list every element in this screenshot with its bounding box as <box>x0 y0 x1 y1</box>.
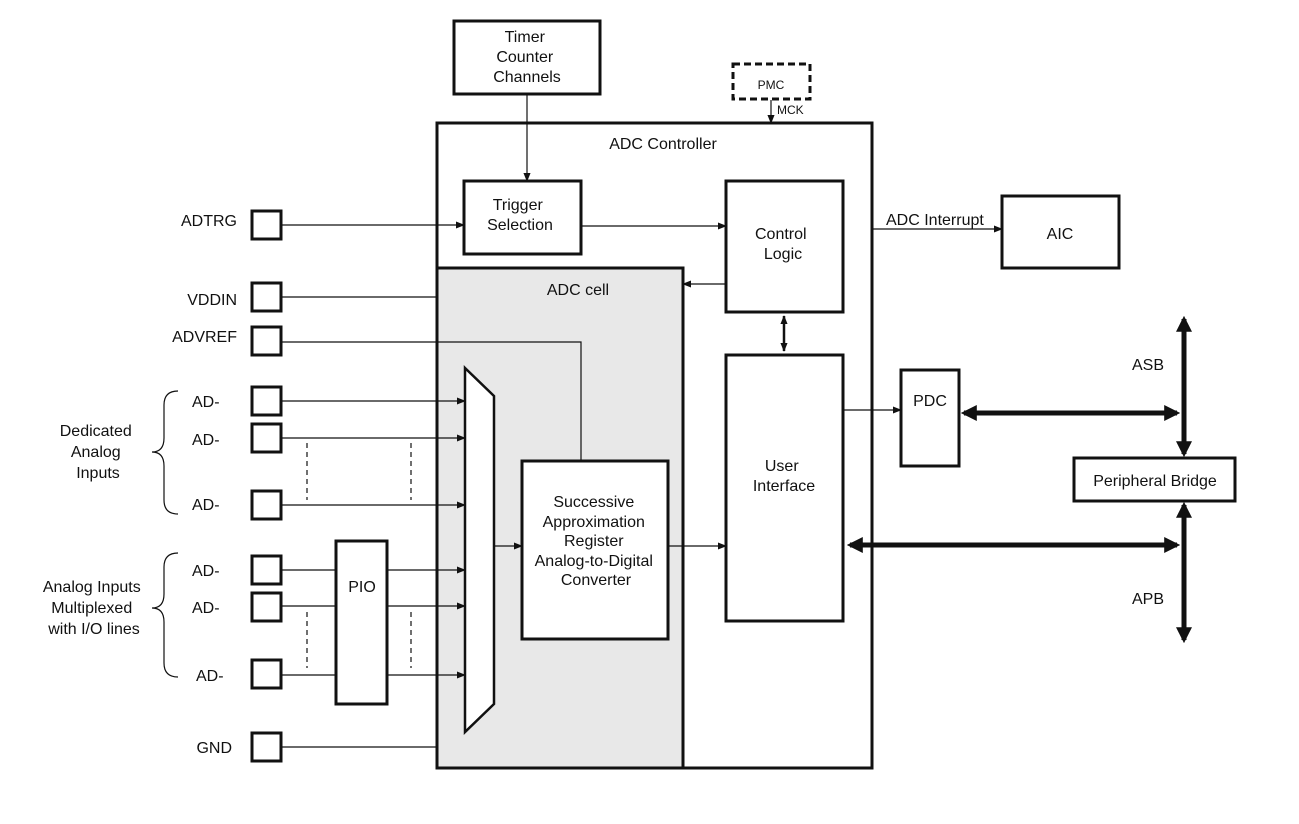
trigger-selection-box <box>462 179 583 256</box>
dedicated-ad-pin-3 <box>250 489 283 521</box>
analog-mux <box>463 365 496 735</box>
adc-controller-label: ADC Controller <box>609 136 717 153</box>
asb-label: ASB <box>1132 357 1164 374</box>
apb-label: APB <box>1132 591 1164 608</box>
vddin-label: VDDIN <box>187 292 237 309</box>
mux-ad-pin-3 <box>250 658 283 690</box>
mux-ad-label-2: AD- <box>192 600 220 617</box>
pmc-label: PMC <box>758 78 785 92</box>
peripheral-bridge-box <box>1072 456 1237 503</box>
dedicated-group-label: Dedicated Analog Inputs <box>60 423 137 482</box>
dedicated-ad-label-1: AD- <box>192 394 220 411</box>
trigger-selection-label: Trigger Selection <box>487 197 553 234</box>
pmc-box <box>731 62 812 101</box>
mux-ad-pin-1 <box>250 554 283 586</box>
pio-box <box>334 539 389 706</box>
multiplexed-brace <box>151 552 179 678</box>
aic-box <box>1000 194 1121 270</box>
pio-label: PIO <box>348 579 376 596</box>
pdc-box <box>899 368 961 468</box>
adc-cell-label: ADC cell <box>547 282 609 299</box>
mux-ad-label-3: AD- <box>196 668 224 685</box>
adtrg-pin <box>250 209 283 241</box>
vddin-pin <box>250 281 283 313</box>
mux-ad-label-1: AD- <box>192 563 220 580</box>
multiplexed-group-label: Analog Inputs Multiplexed with I/O lines <box>43 579 145 638</box>
advref-label: ADVREF <box>172 329 237 346</box>
user-interface-label: User Interface <box>753 458 815 495</box>
control-logic-label: Control Logic <box>755 226 811 263</box>
adtrg-label: ADTRG <box>181 213 237 230</box>
advref-wire <box>282 341 582 461</box>
gnd-label: GND <box>196 740 232 757</box>
dedicated-ad-pin-1 <box>250 385 283 417</box>
aic-label: AIC <box>1047 226 1074 243</box>
advref-pin <box>250 325 283 357</box>
dedicated-ad-pin-2 <box>250 422 283 454</box>
gnd-pin <box>250 731 283 763</box>
sar-adc-box <box>520 459 670 641</box>
mck-label: MCK <box>777 103 804 117</box>
control-logic-box <box>724 179 845 314</box>
sar-adc-label: Successive Approximation Register Analog… <box>535 494 658 589</box>
dedicated-ad-label-3: AD- <box>192 497 220 514</box>
adc-interrupt-label: ADC Interrupt <box>886 212 984 229</box>
user-interface-box <box>724 353 845 623</box>
mux-ad-pin-2 <box>250 591 283 623</box>
pdc-label: PDC <box>913 393 947 410</box>
timer-counter-label: Timer Counter Channels <box>493 29 561 86</box>
peripheral-bridge-label: Peripheral Bridge <box>1093 473 1217 490</box>
dedicated-brace <box>151 390 179 515</box>
dedicated-ad-label-2: AD- <box>192 432 220 449</box>
